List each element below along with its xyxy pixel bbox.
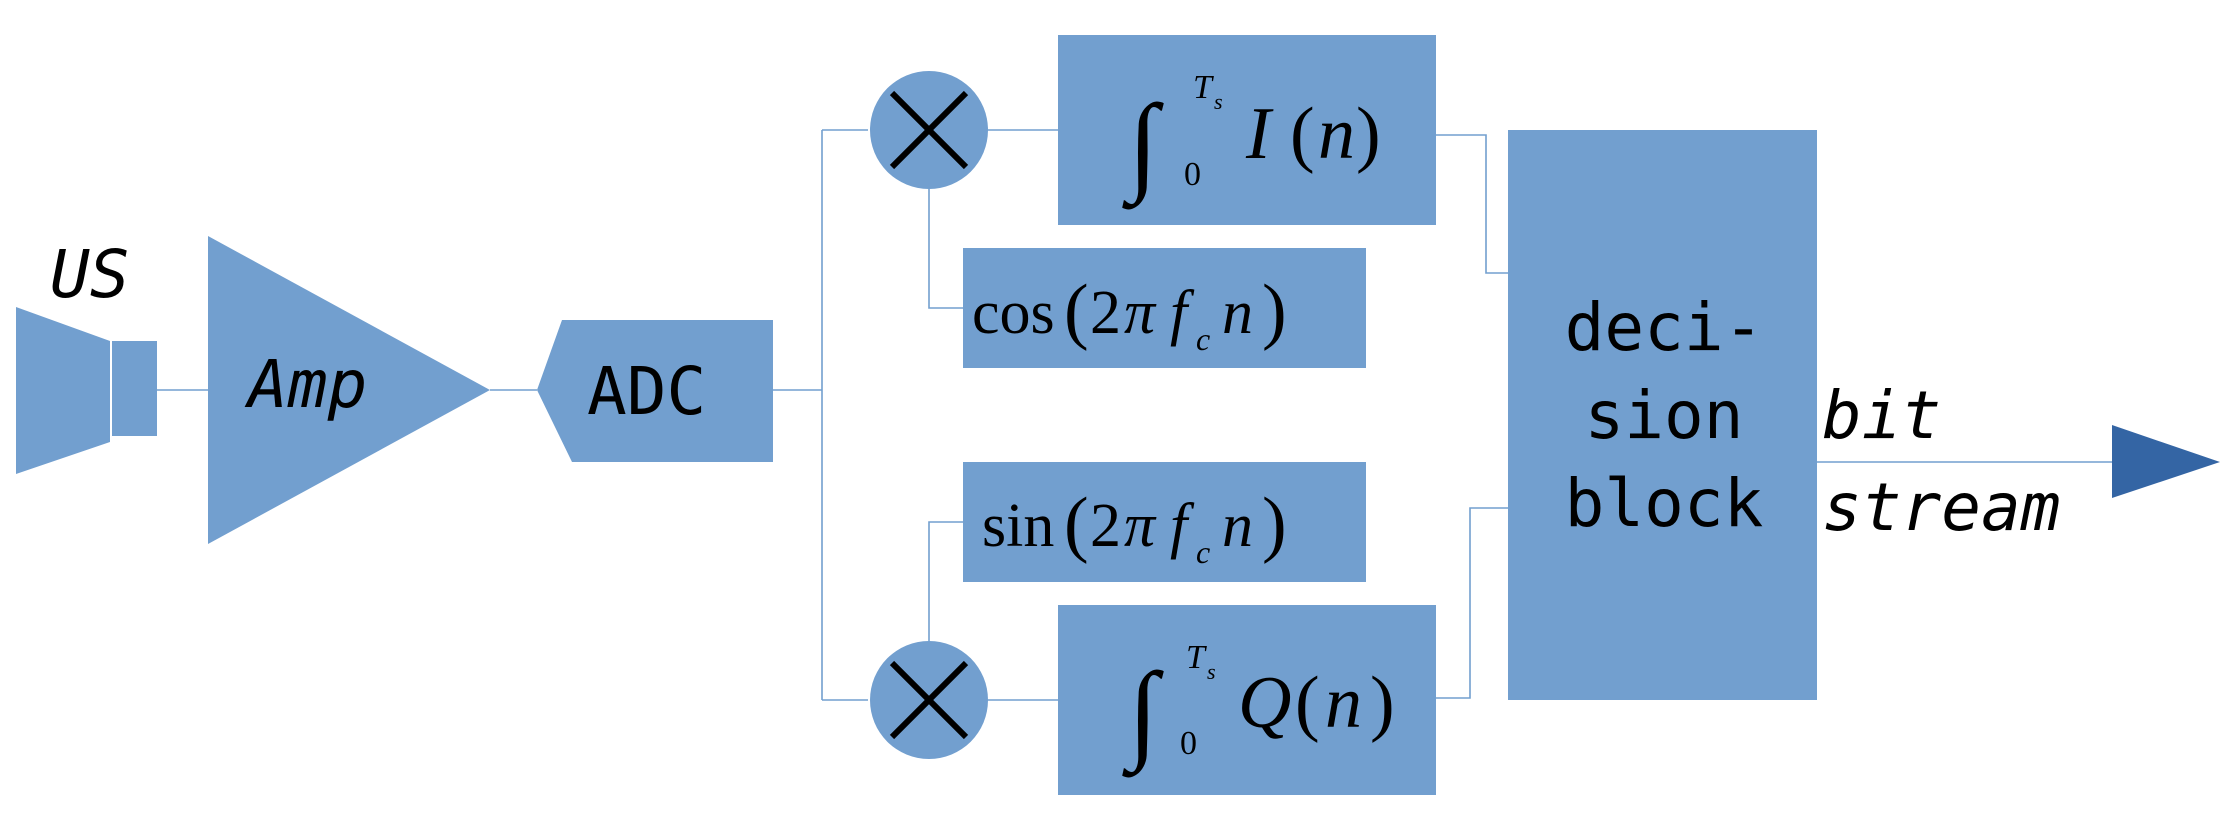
open-paren: ( [1064,483,1089,565]
output-label: bit stream [1822,377,2060,546]
output-label-line-2: stream [1822,469,2060,546]
integral-upper-limit-subscript: s [1214,89,1223,114]
q-integrator-block [1058,605,1436,795]
adc-label: ADC [587,353,706,430]
time-index: n [1222,492,1253,560]
wire-q-integrator-to-decision [1436,507,1508,699]
cos-function: cos [972,279,1055,347]
integral-sign: ∫ [1122,650,1164,778]
decision-label-line-1: deci- [1565,289,1764,366]
arrow-right-icon [2112,425,2220,498]
frequency-subscript: c [1196,534,1210,570]
sin-function: sin [982,492,1054,560]
integral-upper-limit-subscript: s [1207,659,1216,684]
speaker-label: US [50,236,129,313]
adc-block [537,320,773,462]
output-label-line-1: bit [1822,377,1941,454]
connection-wires [157,129,2112,701]
frequency-subscript: c [1196,321,1210,357]
wire-i-integrator-to-decision [1436,134,1508,274]
amplifier-label: Amp [244,346,367,423]
signal-argument: n [1325,662,1362,744]
integral-sign: ∫ [1122,82,1164,210]
carrier-coefficient: 2 [1090,492,1121,560]
cos-carrier-formula: cos ( 2 π f c n ) [972,270,1287,357]
integral-lower-limit: 0 [1180,725,1197,762]
signal-argument: n [1318,93,1355,175]
carrier-coefficient: 2 [1090,279,1121,347]
close-paren: ) [1262,270,1287,352]
decision-block [1508,130,1817,700]
multiply-circle-icon [870,641,988,759]
integral-lower-limit: 0 [1184,156,1201,193]
q-signal-symbol: Q [1238,662,1291,744]
integral-upper-limit: T [1186,639,1207,676]
open-paren: ( [1064,270,1089,352]
multiply-circle-icon [870,71,988,189]
decision-label-line-3: block [1565,465,1764,542]
i-integrator-formula: ∫ T s 0 I ( n ) [1122,69,1381,210]
sin-carrier-block [963,462,1366,582]
close-paren: ) [1370,662,1395,744]
q-integrator-formula: ∫ T s 0 Q ( n ) [1122,639,1395,778]
time-index: n [1222,279,1253,347]
decision-label-line-2: sion [1585,377,1744,454]
i-signal-symbol: I [1245,93,1274,175]
sin-carrier-formula: sin ( 2 π f c n ) [982,483,1287,570]
pi-symbol: π [1124,279,1157,347]
decision-block-label: deci- sion block [1565,289,1764,542]
integral-upper-limit: T [1193,69,1214,106]
close-paren: ) [1356,93,1381,175]
speaker-icon [16,307,157,474]
pi-symbol: π [1124,492,1157,560]
cos-carrier-block [963,248,1366,368]
i-integrator-block [1058,35,1436,225]
close-paren: ) [1262,483,1287,565]
open-paren: ( [1290,93,1315,175]
wire-cos-to-i-mixer [928,189,963,309]
amplifier-icon [208,236,490,544]
wire-sin-to-q-mixer [928,521,963,641]
open-paren: ( [1295,662,1320,744]
